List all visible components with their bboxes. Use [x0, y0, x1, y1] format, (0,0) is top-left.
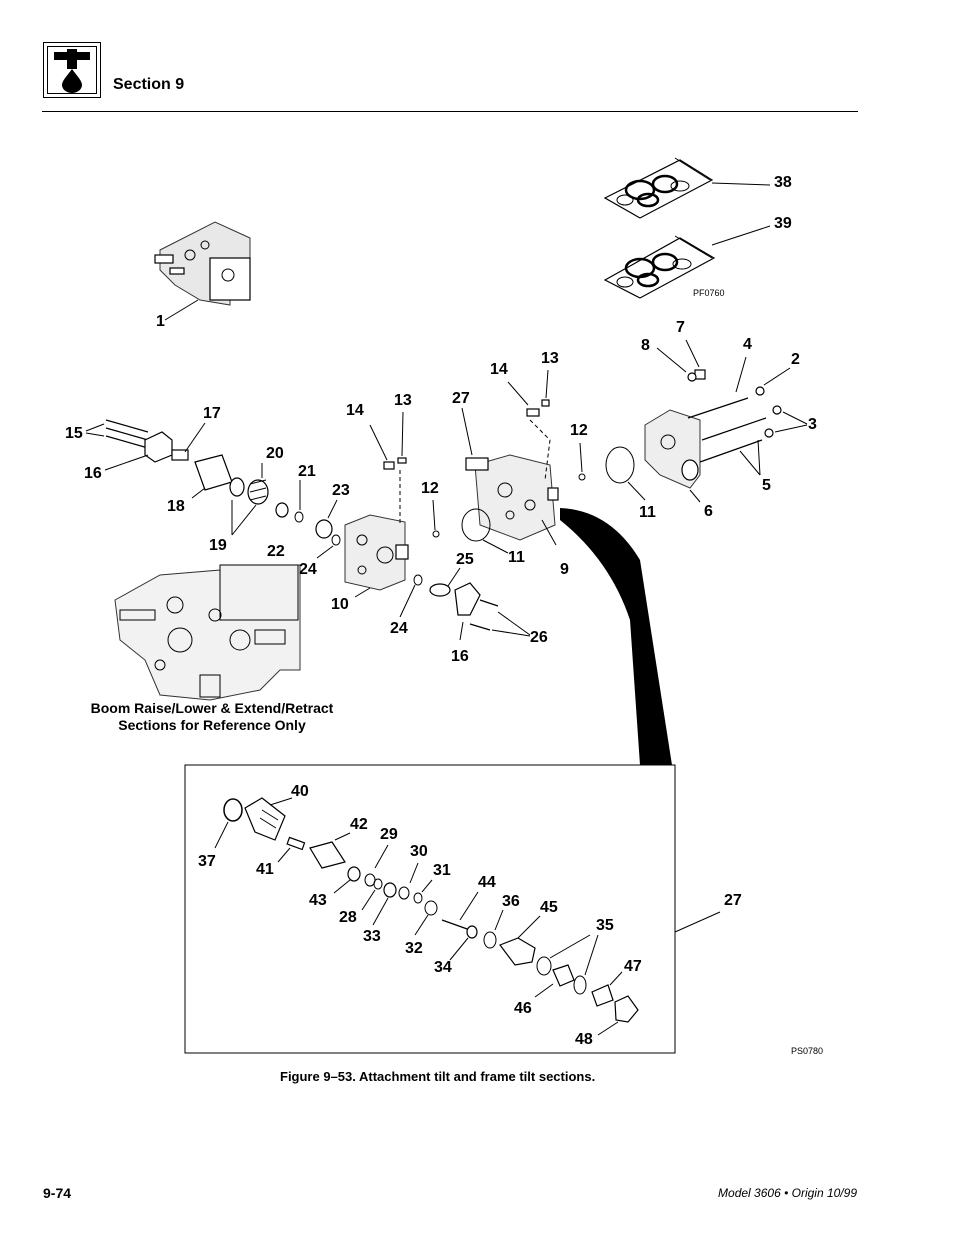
callout: 27	[724, 892, 742, 909]
callout: 47	[624, 958, 642, 975]
callout: 38	[774, 174, 792, 191]
callout: 13	[541, 350, 559, 367]
callout: 17	[203, 405, 221, 422]
callout: 11	[508, 549, 525, 566]
callout: 25	[456, 551, 474, 568]
callout: 46	[514, 1000, 532, 1017]
callout: 31	[433, 862, 451, 879]
callout: 24	[299, 561, 317, 578]
callout: 33	[363, 928, 381, 945]
detail-box	[184, 764, 676, 1054]
callout: 23	[332, 482, 350, 499]
callout: 29	[380, 826, 398, 843]
callout: 32	[405, 940, 423, 957]
seal-kit-38	[603, 157, 771, 219]
tilt-section-parts	[85, 419, 341, 559]
callout: 20	[266, 445, 284, 462]
section-body-9	[429, 369, 586, 641]
callout: 12	[570, 422, 588, 439]
reference-note: Boom Raise/Lower & Extend/Retract Sectio…	[90, 700, 334, 733]
callout: 5	[762, 477, 771, 494]
callout: 28	[339, 909, 357, 926]
callout: 39	[774, 215, 792, 232]
callout: 9	[560, 561, 569, 578]
callout: 3	[808, 416, 817, 433]
callout: 7	[676, 319, 685, 336]
hydraulic-fluid-drop-icon	[47, 46, 97, 94]
callout: 19	[209, 537, 227, 554]
callout: 8	[641, 337, 650, 354]
callout: 48	[575, 1031, 593, 1048]
callout: 14	[346, 402, 364, 419]
callout: 26	[530, 629, 548, 646]
callout: 16	[84, 465, 102, 482]
figure-caption: Figure 9–53. Attachment tilt and frame t…	[280, 1069, 596, 1084]
callout: 24	[390, 620, 408, 637]
section-logo	[43, 42, 101, 98]
callout: 10	[331, 596, 349, 613]
callout: 15	[65, 425, 83, 442]
header-rule	[42, 111, 858, 112]
callout: 30	[410, 843, 428, 860]
callout: 13	[394, 392, 412, 409]
callout: 35	[596, 917, 614, 934]
callout: 40	[291, 783, 309, 800]
reference-valve-body	[114, 564, 301, 701]
callout: 44	[478, 874, 496, 891]
section-title: Section 9	[113, 76, 185, 93]
image-code-pf: PF0760	[693, 288, 725, 298]
callout: 27	[452, 390, 470, 407]
page-number: 9-74	[43, 1185, 72, 1201]
callout: 18	[167, 498, 185, 515]
callout: 2	[791, 351, 800, 368]
callout: 14	[490, 361, 508, 378]
callout: 1	[156, 313, 165, 330]
callout: 22	[267, 543, 285, 560]
section-body-10	[344, 411, 440, 618]
footer-model-origin: Model 3606 • Origin 10/99	[718, 1186, 857, 1200]
callout: 41	[256, 861, 274, 878]
callout: 4	[743, 336, 752, 353]
callout: 37	[198, 853, 216, 870]
valve-assembly-1	[154, 221, 251, 321]
callout: 12	[421, 480, 439, 497]
callout: 43	[309, 892, 327, 909]
end-cap-6	[605, 339, 808, 503]
callout: 45	[540, 899, 558, 916]
image-code-ps: PS0780	[791, 1046, 823, 1056]
seal-kit-39	[603, 225, 771, 299]
callout: 34	[434, 959, 452, 976]
callout: 11	[639, 504, 656, 521]
callout: 6	[704, 503, 713, 520]
detail-leader-wedge	[560, 508, 672, 765]
callout: 36	[502, 893, 520, 910]
callout: 21	[298, 463, 316, 480]
callout: 42	[350, 816, 368, 833]
callout: 16	[451, 648, 469, 665]
detail-parts	[214, 797, 639, 1036]
